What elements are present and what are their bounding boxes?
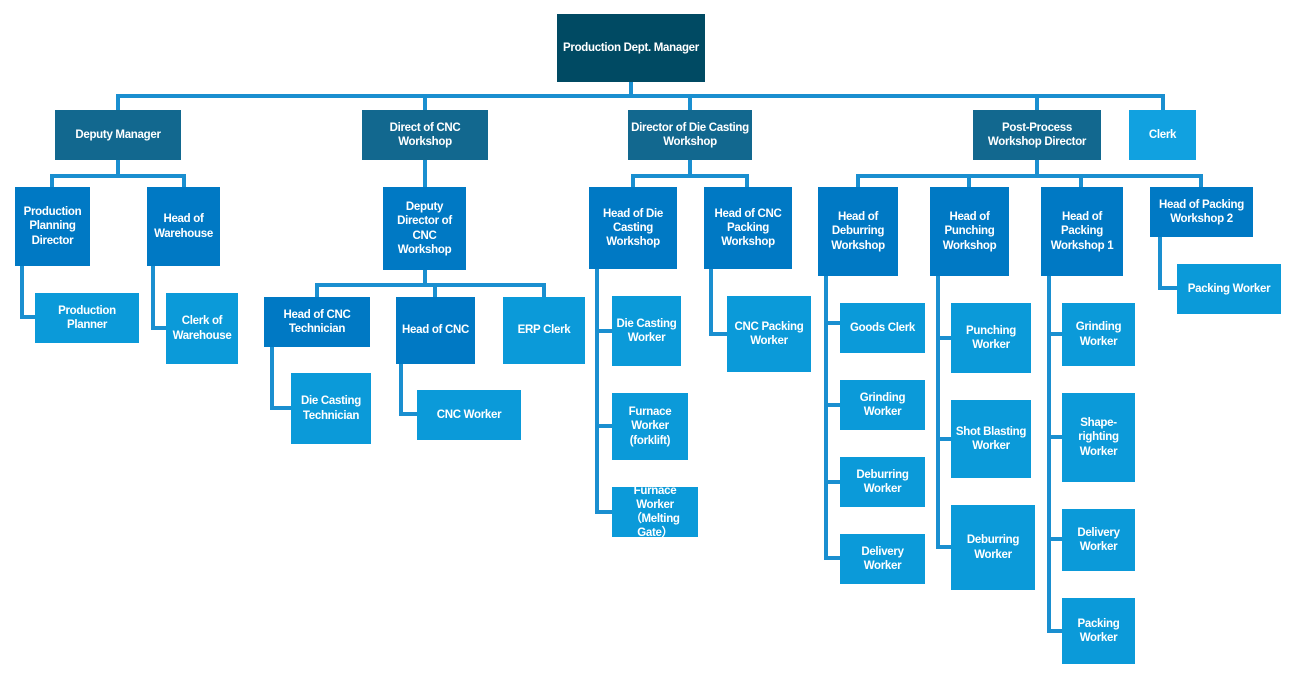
production-planning-director-node: Production Planning Director bbox=[15, 187, 90, 266]
cnc-packing-worker-node: CNC Packing Worker bbox=[727, 296, 811, 372]
head-of-cnc-technician-node: Head of CNC Technician bbox=[264, 297, 370, 347]
die-casting-director-node: Director of Die Casting Workshop bbox=[628, 110, 752, 160]
furnace-worker-melting-gate-node: Furnace Worker （Melting Gate） bbox=[612, 487, 698, 537]
production-dept-manager-node: Production Dept. Manager bbox=[557, 14, 705, 82]
deburring-worker-node: Deburring Worker bbox=[840, 457, 925, 507]
die-casting-worker-node: Die Casting Worker bbox=[612, 296, 681, 366]
delivery-worker-node: Delivery Worker bbox=[1062, 509, 1135, 571]
head-of-deburring-node: Head of Deburring Workshop bbox=[818, 187, 898, 276]
goods-clerk-node: Goods Clerk bbox=[840, 303, 925, 353]
head-of-cnc-node: Head of CNC bbox=[396, 297, 475, 364]
post-process-director-node: Post-Process Workshop Director bbox=[973, 110, 1101, 160]
die-casting-technician-node: Die Casting Technician bbox=[291, 373, 371, 444]
delivery-worker-node: Delivery Worker bbox=[840, 534, 925, 584]
deputy-manager-node: Deputy Manager bbox=[55, 110, 181, 160]
clerk-node: Clerk bbox=[1129, 110, 1196, 160]
clerk-of-warehouse-node: Clerk of Warehouse bbox=[166, 293, 238, 364]
punching-worker-node: Punching Worker bbox=[951, 303, 1031, 373]
shot-blasting-worker-node: Shot Blasting Worker bbox=[951, 400, 1031, 478]
cnc-workshop-director-node: Direct of CNC Workshop bbox=[362, 110, 488, 160]
head-of-punching-node: Head of Punching Workshop bbox=[930, 187, 1009, 276]
deputy-director-cnc-node: Deputy Director of CNC Workshop bbox=[383, 187, 466, 270]
head-of-cnc-packing-node: Head of CNC Packing Workshop bbox=[704, 187, 792, 269]
head-of-warehouse-node: Head of Warehouse bbox=[147, 187, 220, 266]
head-of-die-casting-node: Head of Die Casting Workshop bbox=[589, 187, 677, 269]
packing-worker-node: Packing Worker bbox=[1062, 598, 1135, 664]
grinding-worker-node: Grinding Worker bbox=[840, 380, 925, 430]
furnace-worker-forklift-node: Furnace Worker (forklift) bbox=[612, 393, 688, 460]
head-of-packing-1-node: Head of Packing Workshop 1 bbox=[1041, 187, 1123, 276]
erp-clerk-node: ERP Clerk bbox=[503, 297, 585, 364]
head-of-packing-2-node: Head of Packing Workshop 2 bbox=[1150, 187, 1253, 237]
deburring-worker-node: Deburring Worker bbox=[951, 505, 1035, 590]
shape-righting-worker-node: Shape-righting Worker bbox=[1062, 393, 1135, 482]
packing-worker-node: Packing Worker bbox=[1177, 264, 1281, 314]
grinding-worker-node: Grinding Worker bbox=[1062, 303, 1135, 366]
production-planner-node: Production Planner bbox=[35, 293, 139, 343]
cnc-worker-node: CNC Worker bbox=[417, 390, 521, 440]
